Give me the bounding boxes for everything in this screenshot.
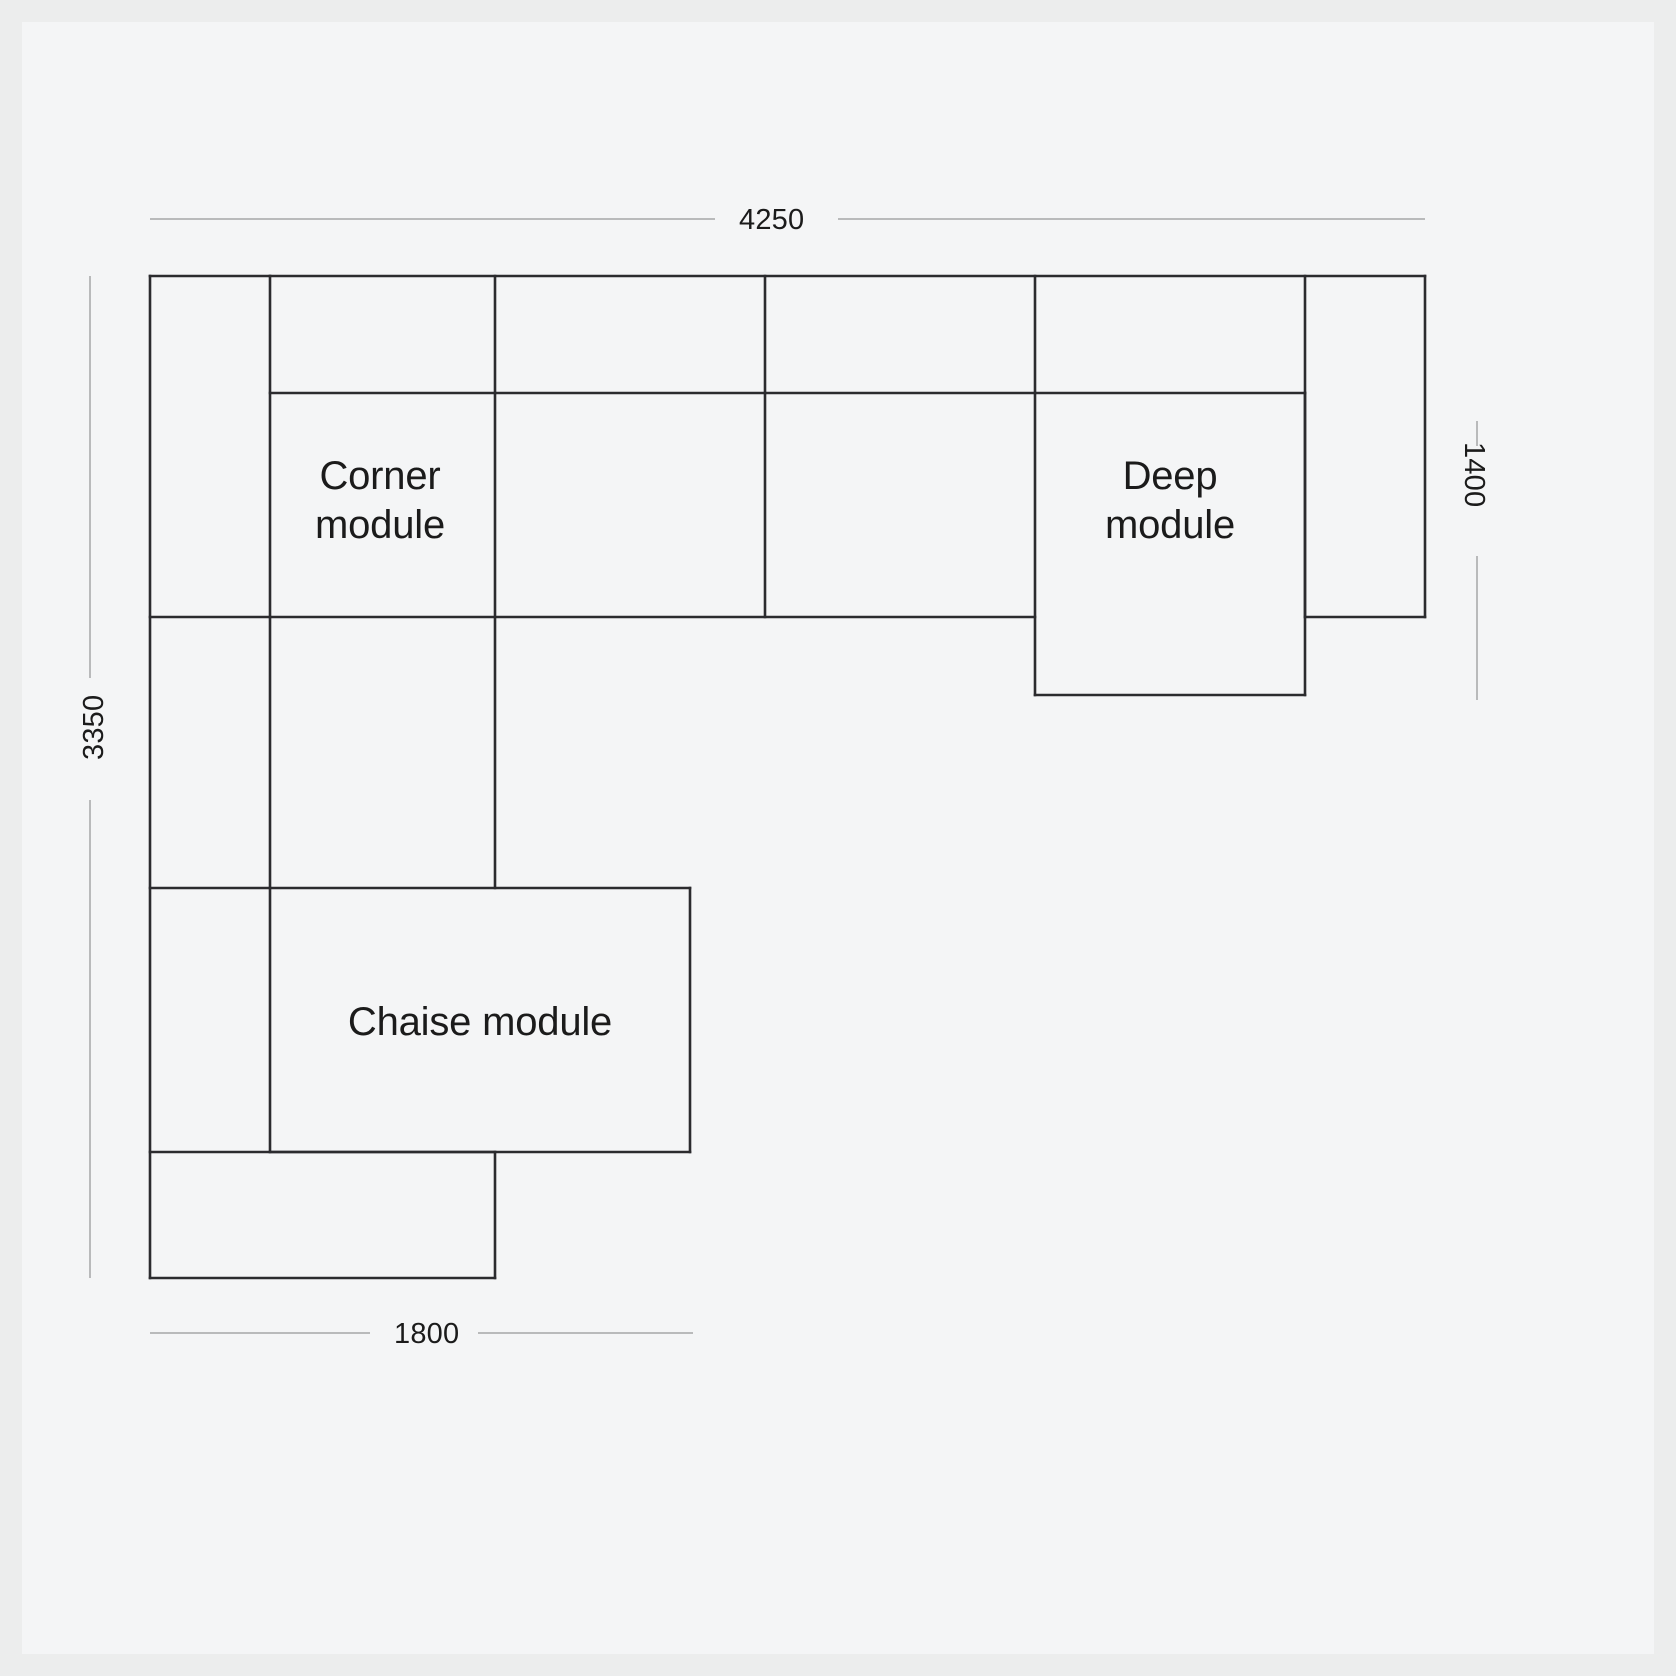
drawing-board bbox=[22, 22, 1654, 1654]
module-label-corner: Corner module bbox=[315, 454, 445, 547]
dimension-label-right: 1400 bbox=[1458, 442, 1490, 508]
module-label-deep: Deep module bbox=[1105, 454, 1235, 547]
dimension-lines bbox=[89, 218, 1478, 1334]
module-label-chaise: Chaise module bbox=[347, 1000, 613, 1044]
dimension-label-left: 3350 bbox=[78, 694, 110, 760]
dimension-label-bottom: 1800 bbox=[394, 1318, 460, 1350]
sofa-outlines bbox=[148, 274, 1427, 1280]
dimension-label-top: 4250 bbox=[739, 204, 805, 236]
